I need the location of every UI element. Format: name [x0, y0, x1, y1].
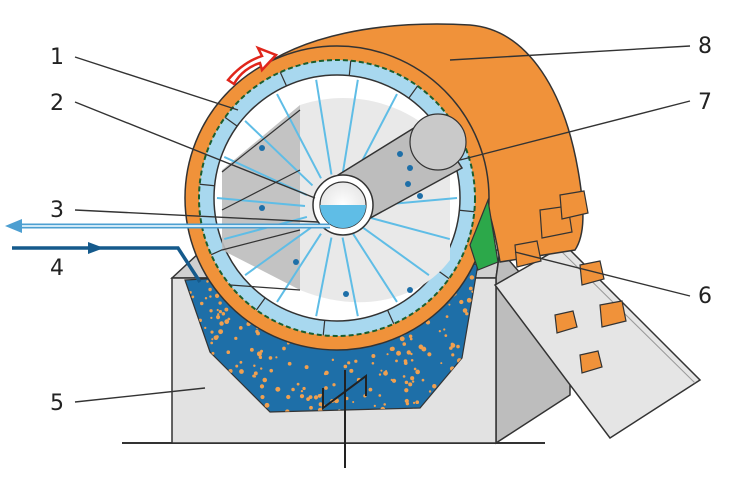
label-2: 2: [50, 91, 64, 116]
label-6: 6: [698, 284, 712, 309]
label-7: 7: [698, 90, 712, 115]
label-3: 3: [50, 198, 64, 223]
label-1: 1: [50, 45, 64, 70]
central-pipe: [312, 113, 467, 236]
scraper-blade: [469, 197, 499, 271]
label-8: 8: [698, 34, 712, 59]
label-5: 5: [50, 391, 64, 416]
inlet-flow-4: [12, 242, 202, 283]
rotation-arrow-icon: [226, 45, 279, 86]
leader-lines: [74, 45, 691, 403]
agitator: [322, 370, 367, 468]
label-4: 4: [50, 256, 64, 281]
cake-pieces: [514, 190, 627, 374]
outlet-flow-3: [5, 219, 330, 233]
